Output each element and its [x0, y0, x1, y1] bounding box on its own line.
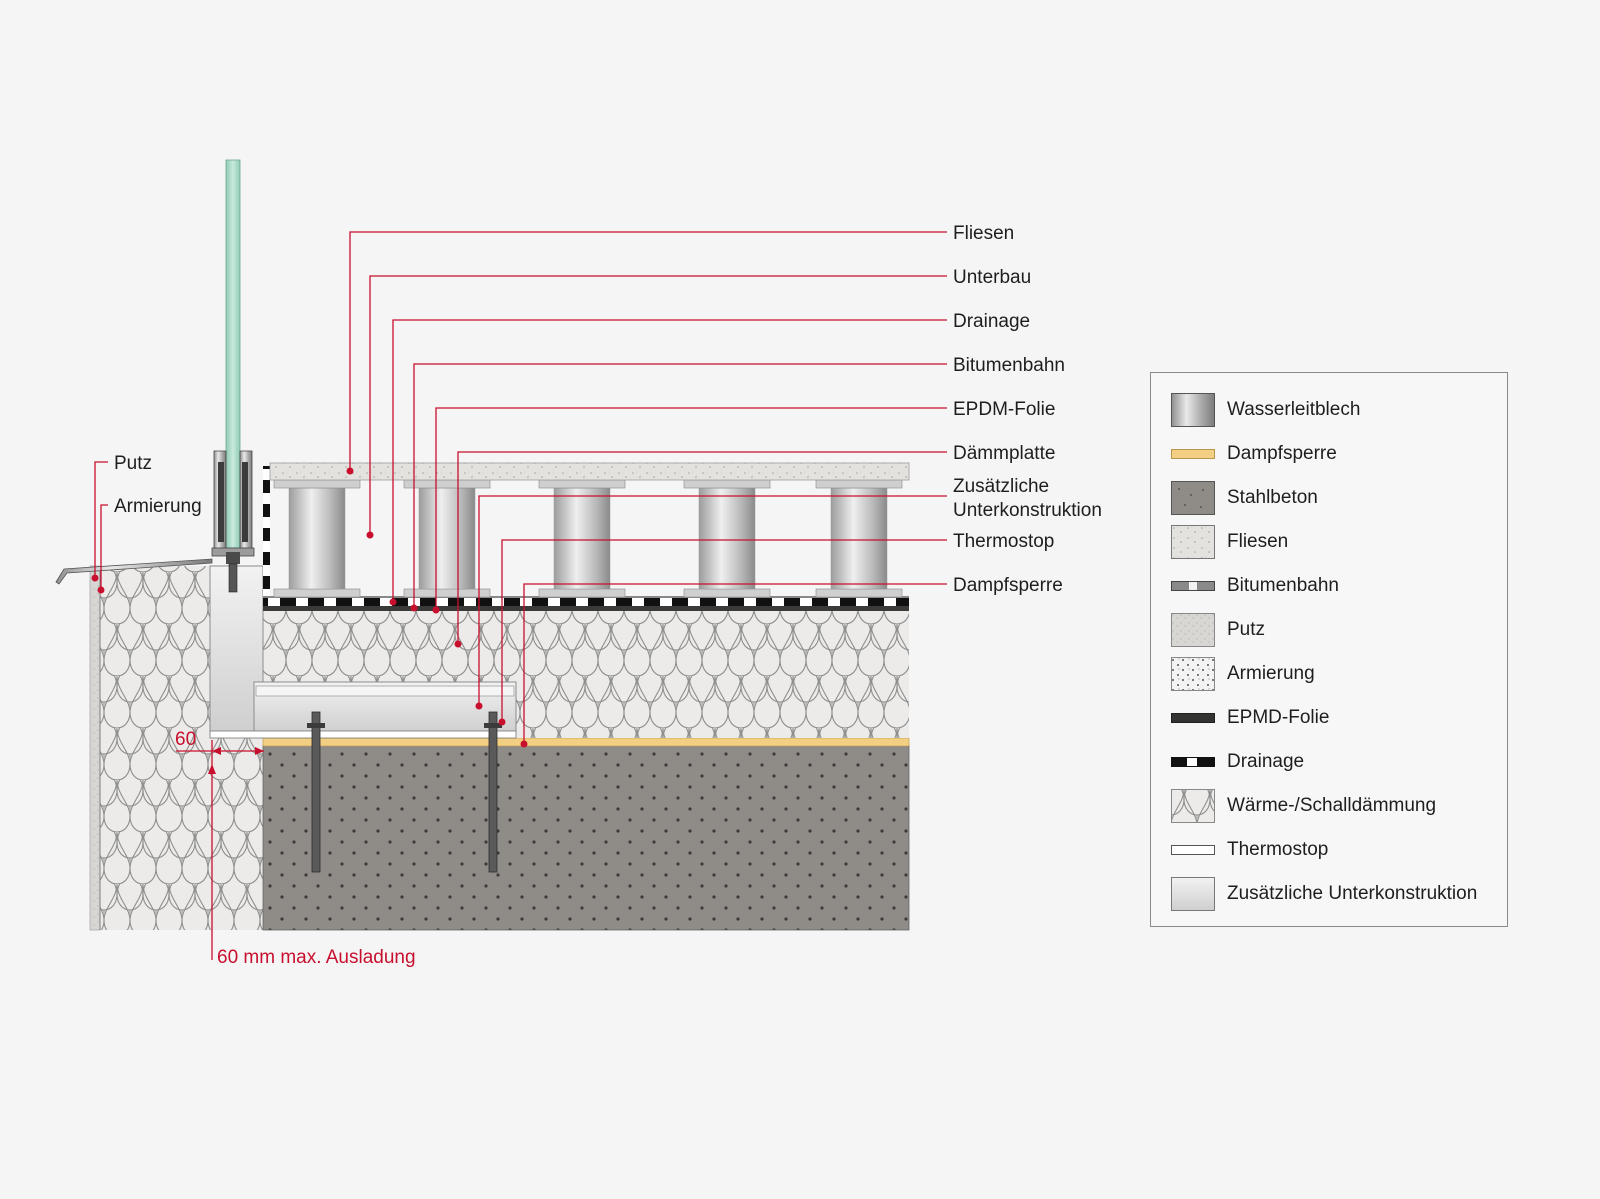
dimension-value: 60 — [175, 729, 196, 750]
legend-item: Armierung — [1171, 657, 1315, 691]
legend-label: Stahlbeton — [1227, 487, 1318, 508]
legend-swatch-thermostop — [1171, 833, 1215, 867]
label-thermostop: Thermostop — [953, 531, 1054, 552]
legend-swatch-drainage — [1171, 745, 1215, 779]
tiles-layer — [269, 462, 910, 481]
label-bitumenbahn: Bitumenbahn — [953, 355, 1065, 376]
legend-item: Putz — [1171, 613, 1265, 647]
label-epdm-folie: EPDM-Folie — [953, 399, 1055, 420]
legend-item: Wasserleitblech — [1171, 393, 1360, 427]
legend-swatch-reinforcement — [1171, 657, 1215, 691]
legend-swatch-bitumen — [1171, 569, 1215, 603]
legend-swatch-yellow — [1171, 437, 1215, 471]
legend-label: Thermostop — [1227, 839, 1329, 860]
thermostop — [209, 730, 517, 739]
label-armierung: Armierung — [114, 496, 202, 517]
pedestals — [273, 479, 903, 598]
legend-swatch-concrete — [1171, 481, 1215, 515]
legend-item: Stahlbeton — [1171, 481, 1318, 515]
legend-swatch-epdm — [1171, 701, 1215, 735]
concrete-slab — [262, 744, 910, 931]
drainage-horizontal — [263, 598, 909, 606]
legend-item: Fliesen — [1171, 525, 1288, 559]
wall-plaster — [89, 565, 101, 931]
label-fliesen: Fliesen — [953, 223, 1014, 244]
label-unterkonstruktion: Unterkonstruktion — [953, 500, 1102, 521]
legend-label: Fliesen — [1227, 531, 1289, 552]
legend-label: Armierung — [1227, 663, 1315, 684]
legend-item: Drainage — [1171, 745, 1304, 779]
legend-label: Dampfsperre — [1227, 443, 1337, 464]
legend-item: Dampfsperre — [1171, 437, 1337, 471]
legend-label: EPMD-Folie — [1227, 707, 1330, 728]
sheet-metal-drip — [55, 558, 213, 585]
dimension-note: 60 mm max. Ausladung — [217, 947, 416, 968]
callout-labels: Fliesen Unterbau Drainage Bitumenbahn EP… — [114, 223, 1102, 968]
legend-item: Bitumenbahn — [1171, 569, 1339, 603]
legend-item: Thermostop — [1171, 833, 1328, 867]
leader-lines — [91, 231, 947, 960]
legend-swatch-insulation — [1171, 789, 1215, 823]
drainage-vertical — [263, 466, 270, 606]
railing-profile — [211, 450, 255, 593]
label-zusaetzliche: Zusätzliche — [953, 476, 1049, 497]
glass-panel — [225, 159, 241, 549]
epdm-layer — [263, 606, 909, 611]
legend-label: Putz — [1227, 619, 1266, 640]
legend-label: Zusätzliche Unterkonstruktion — [1227, 883, 1478, 904]
legend-item: Zusätzliche Unterkonstruktion — [1171, 877, 1477, 911]
label-drainage: Drainage — [953, 311, 1030, 332]
legend-label: Wasserleitblech — [1227, 399, 1361, 420]
legend-label: Drainage — [1227, 751, 1305, 772]
legend-label: Wärme-/Schalldämmung — [1227, 795, 1437, 816]
label-unterbau: Unterbau — [953, 267, 1031, 288]
legend-swatch-tiles — [1171, 525, 1215, 559]
vapour-barrier — [262, 737, 910, 747]
legend-swatch-substructure — [1171, 877, 1215, 911]
anchor-bolts — [307, 711, 502, 873]
legend-item: Wärme-/Schalldämmung — [1171, 789, 1436, 823]
label-putz: Putz — [114, 453, 152, 474]
legend-item: EPMD-Folie — [1171, 701, 1329, 735]
legend: Wasserleitblech Dampfsperre Stahlbeton F… — [1150, 372, 1508, 927]
legend-swatch-steel — [1171, 393, 1215, 427]
label-daemmplatte: Dämmplatte — [953, 443, 1055, 464]
legend-swatch-plaster — [1171, 613, 1215, 647]
label-dampfsperre: Dampfsperre — [953, 575, 1063, 596]
legend-label: Bitumenbahn — [1227, 575, 1339, 596]
